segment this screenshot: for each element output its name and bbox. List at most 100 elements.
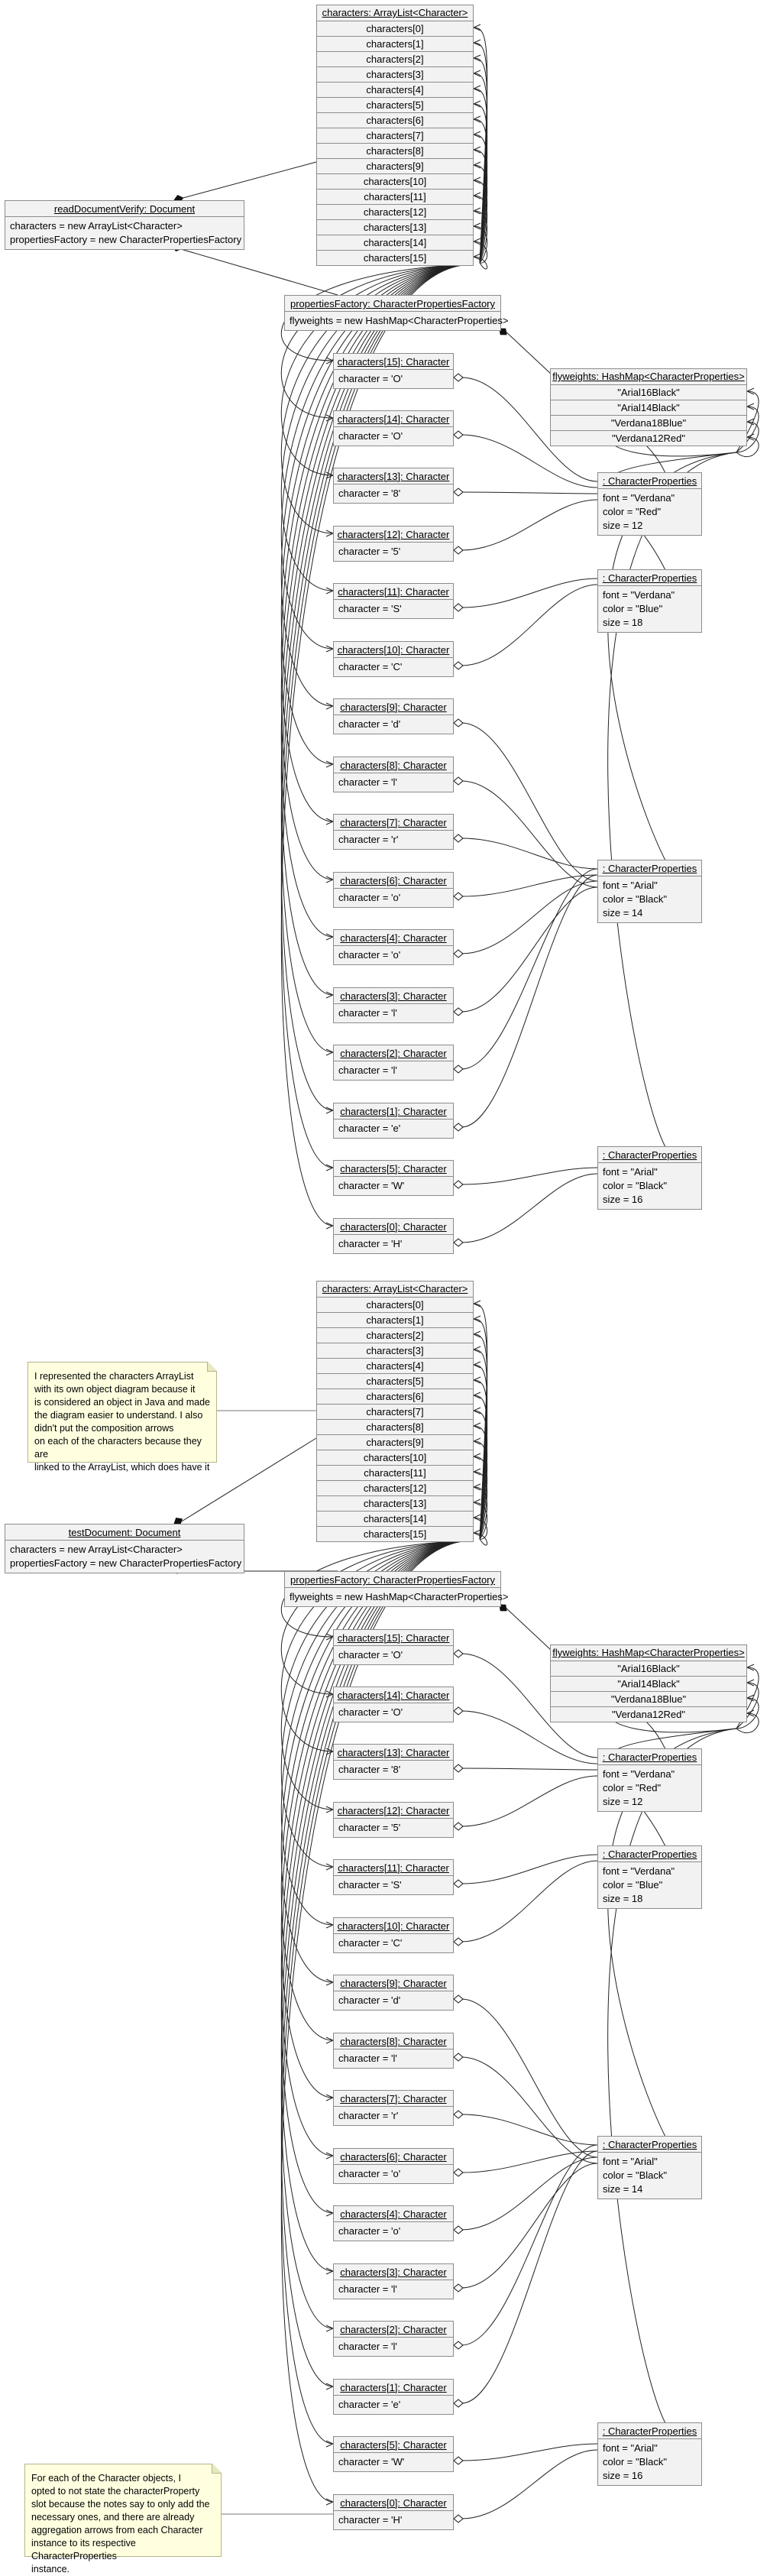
arraylist-cell[interactable]: characters[10] bbox=[317, 1450, 473, 1465]
arraylist-cell[interactable]: characters[3] bbox=[317, 66, 473, 82]
arraylist-cell[interactable]: characters[5] bbox=[317, 97, 473, 112]
arraylist-cell[interactable]: characters[7] bbox=[317, 128, 473, 143]
aggregation-line bbox=[461, 2443, 598, 2461]
arraylist-cell[interactable]: characters[11] bbox=[317, 189, 473, 204]
arraylist-cell[interactable]: characters[1] bbox=[317, 36, 473, 51]
read-document-verify-object[interactable]: readDocumentVerify: Document characters … bbox=[5, 200, 244, 250]
arraylist-cell[interactable]: characters[10] bbox=[317, 173, 473, 189]
arraylist-cell[interactable]: characters[14] bbox=[317, 235, 473, 250]
arraylist-cell[interactable]: characters[8] bbox=[317, 1419, 473, 1434]
attribute: color = "Red" bbox=[603, 506, 662, 517]
arraylist-cell[interactable]: characters[6] bbox=[317, 112, 473, 128]
arraylist-cell[interactable]: characters[8] bbox=[317, 143, 473, 158]
object-attributes: font = "Arial"color = "Black"size = 14 bbox=[598, 2152, 701, 2199]
hashmap-cell[interactable]: "Arial14Black" bbox=[551, 400, 746, 415]
arraylist-cell[interactable]: characters[13] bbox=[317, 219, 473, 235]
arraylist-cell[interactable]: characters[9] bbox=[317, 1434, 473, 1450]
arraylist-cell[interactable]: characters[12] bbox=[317, 1480, 473, 1495]
arraylist-cell[interactable]: characters[15] bbox=[317, 250, 473, 265]
properties-factory-object-1[interactable]: propertiesFactory: CharacterPropertiesFa… bbox=[284, 295, 509, 331]
characters-arraylist-1[interactable]: characters: ArrayList<Character> charact… bbox=[316, 5, 474, 266]
hashmap-header: flyweights: HashMap<CharacterProperties> bbox=[552, 371, 745, 382]
characters-arraylist-2[interactable]: characters: ArrayList<Character> charact… bbox=[316, 1281, 474, 1542]
arraylist-cell[interactable]: characters[0] bbox=[317, 1297, 473, 1312]
arraylist-cell[interactable]: characters[4] bbox=[317, 82, 473, 97]
arraylist-cell[interactable]: characters[7] bbox=[317, 1404, 473, 1419]
arraylist-cell[interactable]: characters[2] bbox=[317, 1327, 473, 1343]
object-attributes: flyweights = new HashMap<CharacterProper… bbox=[285, 1587, 509, 1606]
arraylist-cell[interactable]: characters[2] bbox=[317, 51, 473, 66]
hashmap-cell[interactable]: "Arial14Black" bbox=[551, 1676, 746, 1691]
test-document-object[interactable]: testDocument: Document characters = new … bbox=[5, 1524, 244, 1573]
aggregation-line bbox=[461, 1854, 598, 1884]
hashmap-cell[interactable]: "Arial16Black" bbox=[551, 1661, 746, 1676]
arraylist-cell[interactable]: characters[12] bbox=[317, 204, 473, 219]
arraylist-cell[interactable]: characters[11] bbox=[317, 1465, 473, 1480]
arraylist-cell[interactable]: characters[6] bbox=[317, 1388, 473, 1404]
hashmap-cell[interactable]: "Verdana12Red" bbox=[551, 1706, 746, 1722]
arraylist-cell[interactable]: characters[5] bbox=[317, 1373, 473, 1388]
aggregation-line bbox=[461, 722, 598, 882]
hashmap-cell[interactable]: "Verdana12Red" bbox=[551, 430, 746, 446]
array-to-character-link bbox=[280, 1540, 471, 1752]
arraylist-cell[interactable]: characters[4] bbox=[317, 1358, 473, 1373]
flyweights-hashmap-2[interactable]: flyweights: HashMap<CharacterProperties>… bbox=[550, 1644, 747, 1722]
arraylist-cell[interactable]: characters[13] bbox=[317, 1495, 473, 1511]
hashmap-cell[interactable]: "Arial16Black" bbox=[551, 384, 746, 400]
arraylist-cell[interactable]: characters[9] bbox=[317, 158, 473, 173]
hashmap-cell[interactable]: "Verdana18Blue" bbox=[551, 1691, 746, 1706]
aggregation-line bbox=[461, 2114, 598, 2146]
arraylist-cell[interactable]: characters[0] bbox=[317, 21, 473, 36]
arraylist-cell[interactable]: characters[1] bbox=[317, 1312, 473, 1327]
aggregation-line bbox=[461, 491, 598, 494]
arraylist-cell[interactable]: characters[14] bbox=[317, 1511, 473, 1526]
aggregation-diamond bbox=[453, 2341, 464, 2350]
array-element-link bbox=[473, 195, 488, 264]
hashmap-cell[interactable]: "Verdana18Blue" bbox=[551, 415, 746, 430]
properties-factory-object-2[interactable]: propertiesFactory: CharacterPropertiesFa… bbox=[284, 1571, 509, 1607]
arraylist-cell[interactable]: characters[15] bbox=[317, 1526, 473, 1541]
flyweights-hashmap-1[interactable]: flyweights: HashMap<CharacterProperties>… bbox=[550, 368, 747, 446]
arraylist-cell[interactable]: characters[3] bbox=[317, 1343, 473, 1358]
